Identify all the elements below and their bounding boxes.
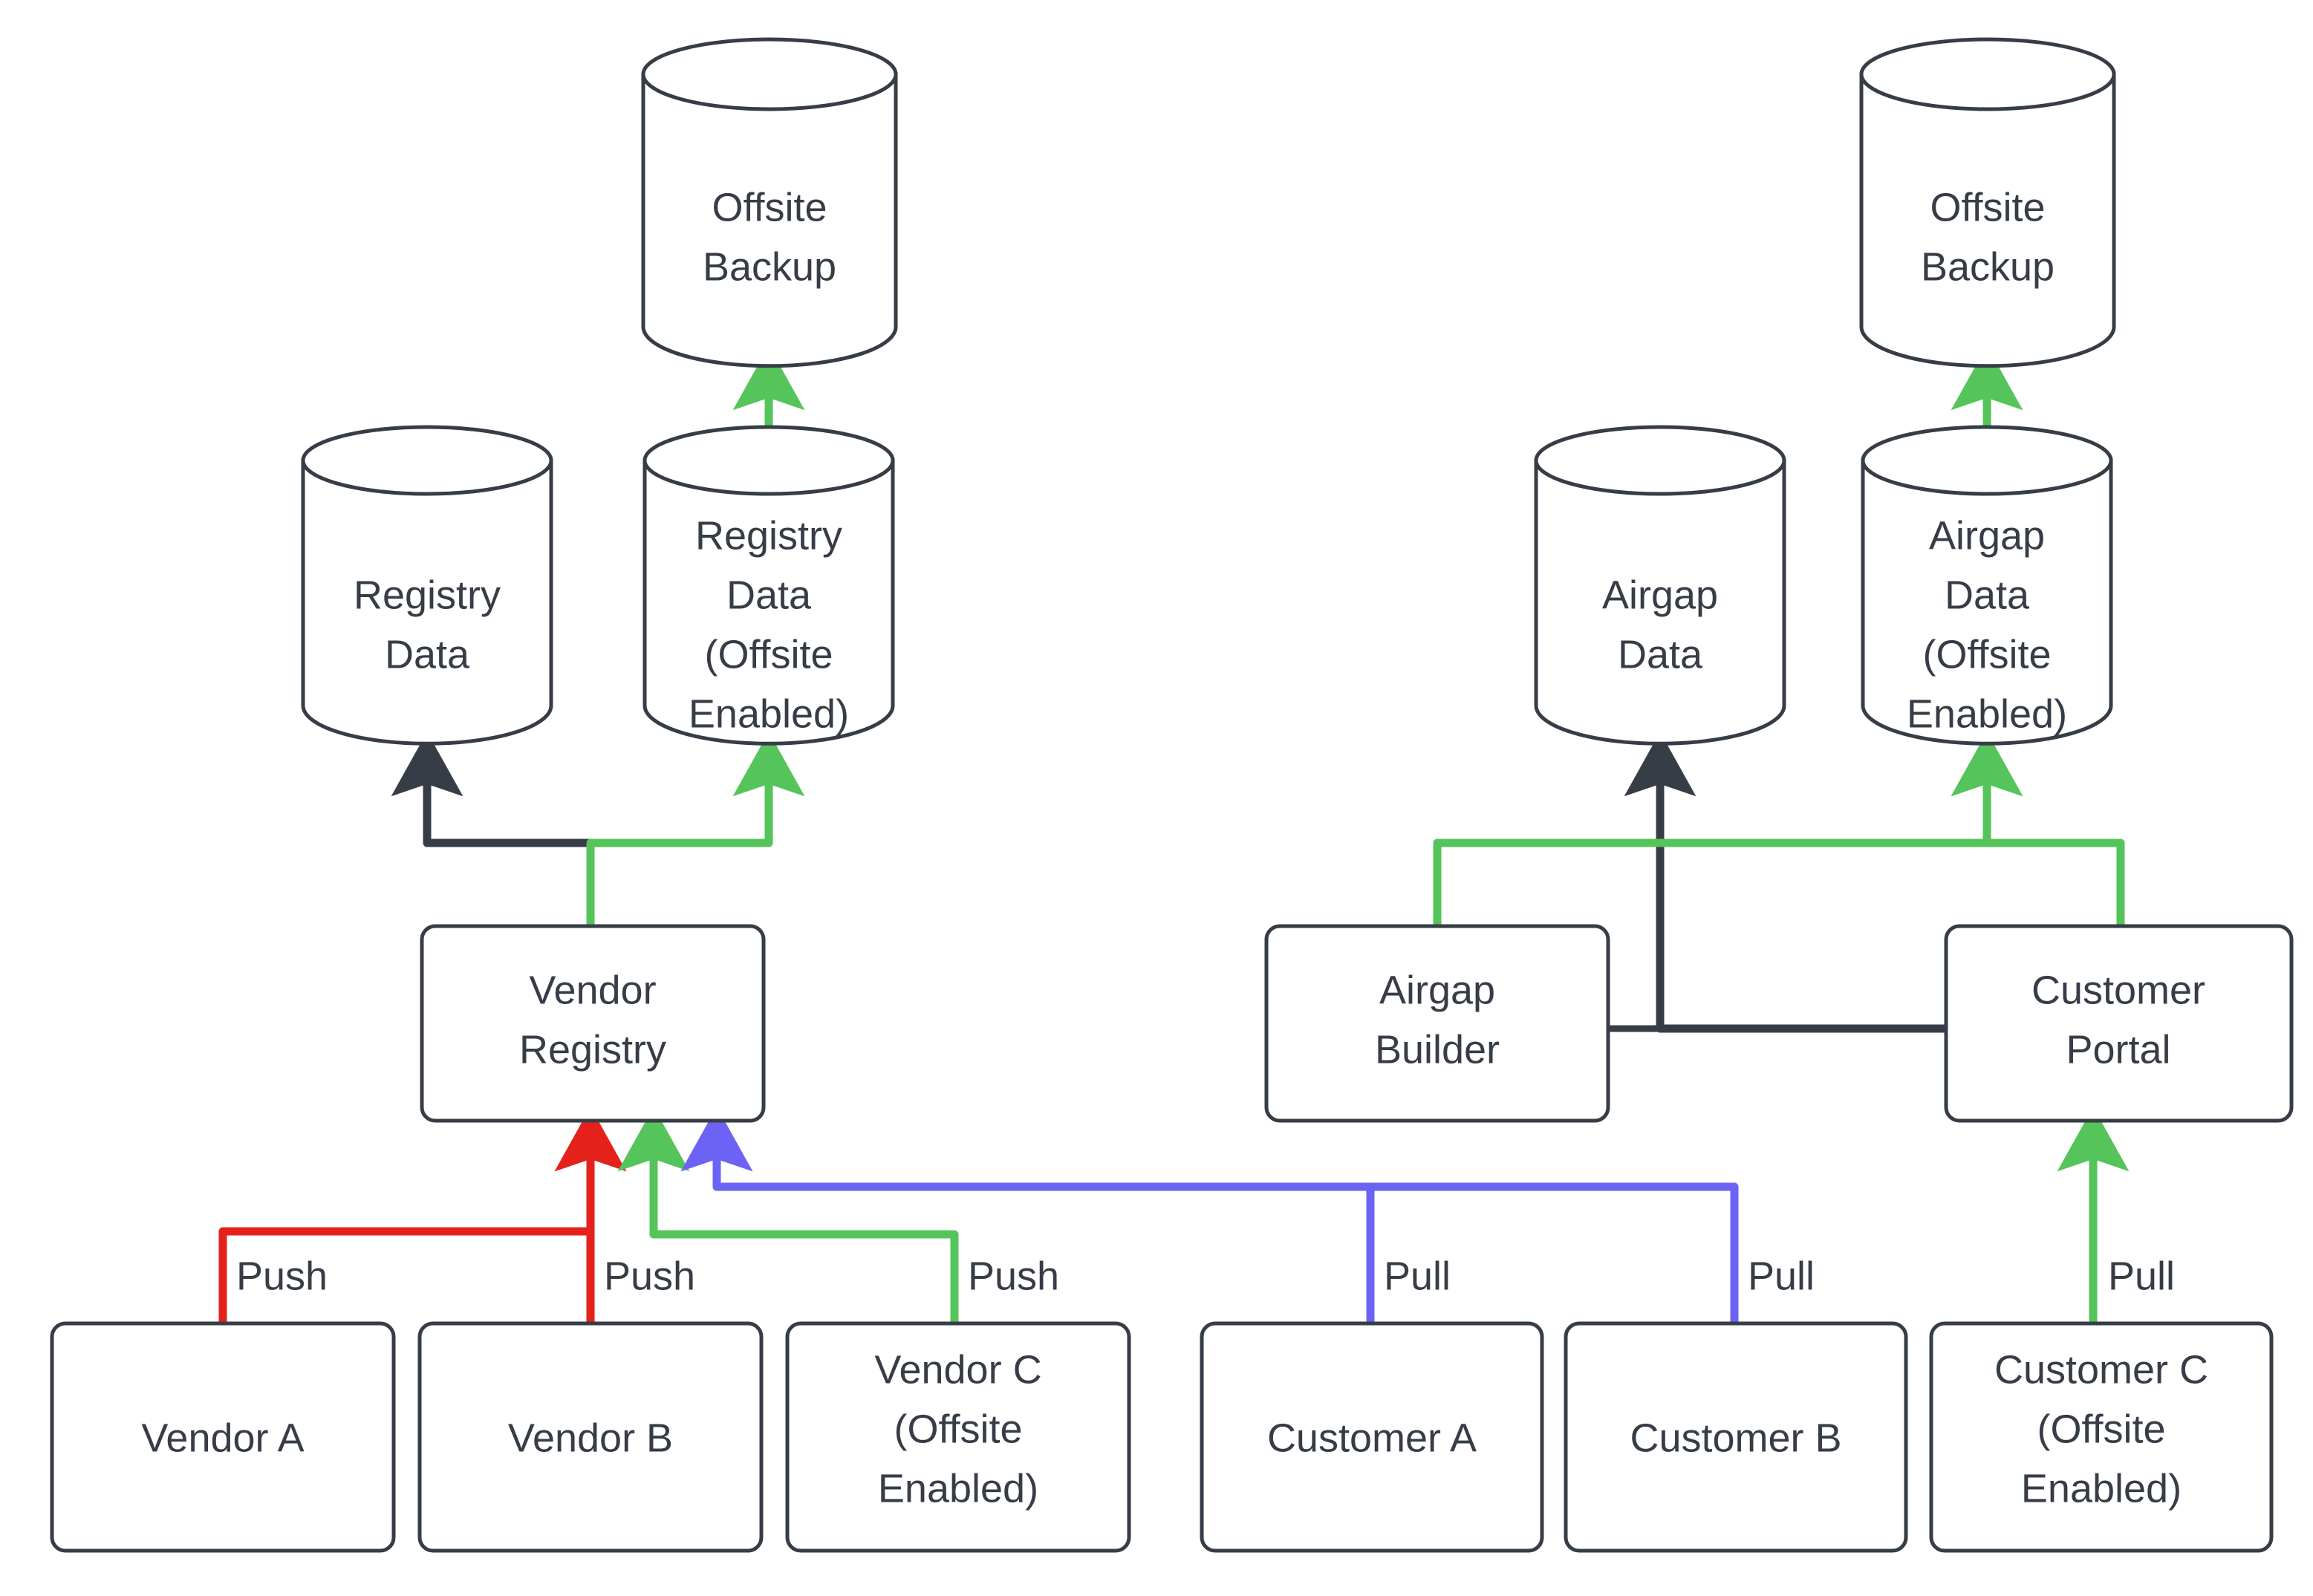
- edge-vendor-registry-to-registry-data-offsite: [586, 732, 805, 925]
- node-vendor-a[interactable]: Vendor A: [50, 1321, 396, 1553]
- edge-vendor-registry-to-registry-data: [391, 732, 595, 925]
- node-airgap-data[interactable]: Airgap Data: [1534, 425, 1786, 746]
- airgap-data-offsite-label-line1: Airgap: [1929, 513, 2045, 558]
- airgap-data-label-line2: Data: [1618, 632, 1703, 677]
- edge-label-pull-b: Pull: [1748, 1254, 1815, 1298]
- customer-c-label-line1: Customer C: [1994, 1347, 2208, 1392]
- edge-vendor-c-push: [617, 1107, 959, 1322]
- edge-label-push-b: Push: [604, 1254, 695, 1298]
- node-airgap-data-offsite[interactable]: Airgap Data (Offsite Enabled): [1861, 425, 2113, 746]
- vendor-c-label-line2: (Offsite: [894, 1407, 1022, 1451]
- vendor-c-label-line1: Vendor C: [874, 1347, 1041, 1392]
- node-vendor-c[interactable]: Vendor C (Offsite Enabled): [785, 1321, 1131, 1553]
- customer-a-label: Customer A: [1267, 1416, 1477, 1460]
- node-vendor-registry[interactable]: Vendor Registry: [420, 924, 766, 1123]
- offsite-backup-left-label-line2: Backup: [703, 244, 836, 289]
- customer-portal-label-line1: Customer: [2031, 968, 2205, 1012]
- registry-data-label-line1: Registry: [354, 573, 501, 617]
- registry-data-offsite-label-line2: Data: [726, 573, 812, 617]
- node-customer-b[interactable]: Customer B: [1564, 1321, 1908, 1553]
- node-registry-data-offsite[interactable]: Registry Data (Offsite Enabled): [642, 425, 895, 746]
- node-vendor-b[interactable]: Vendor B: [417, 1321, 764, 1553]
- airgap-data-offsite-label-line4: Enabled): [1907, 691, 2067, 736]
- customer-c-label-line2: (Offsite: [2037, 1407, 2165, 1451]
- edge-airgap-builder-to-airgap-data-offsite: [1433, 732, 2023, 925]
- vendor-b-label: Vendor B: [508, 1416, 673, 1460]
- airgap-builder-label-line1: Airgap: [1379, 968, 1495, 1012]
- node-customer-portal[interactable]: Customer Portal: [1944, 924, 2294, 1123]
- edge-customer-b-pull: [680, 1107, 1739, 1322]
- airgap-data-label-line1: Airgap: [1602, 573, 1718, 617]
- node-offsite-backup-left[interactable]: Offsite Backup: [641, 37, 898, 368]
- airgap-builder-label-line2: Builder: [1375, 1027, 1500, 1072]
- edge-customer-portal-to-airgap-data: [1624, 732, 1945, 1033]
- node-airgap-builder[interactable]: Airgap Builder: [1264, 924, 1610, 1123]
- node-registry-data[interactable]: Registry Data: [301, 425, 553, 746]
- vendor-registry-label-line1: Vendor: [529, 968, 656, 1012]
- airgap-data-offsite-label-line3: (Offsite: [1922, 632, 2051, 677]
- airgap-data-offsite-label-line2: Data: [1945, 573, 2030, 617]
- customer-portal-label-line2: Portal: [2066, 1027, 2170, 1072]
- registry-data-offsite-label-line4: Enabled): [689, 691, 849, 736]
- edge-label-pull-c: Pull: [2108, 1254, 2175, 1298]
- offsite-backup-left-label-line1: Offsite: [712, 185, 827, 229]
- edge-label-push-c: Push: [968, 1254, 1059, 1298]
- edge-label-pull-a: Pull: [1384, 1254, 1451, 1298]
- offsite-backup-right-label-line1: Offsite: [1930, 185, 2045, 229]
- node-offsite-backup-right[interactable]: Offsite Backup: [1859, 37, 2116, 368]
- registry-data-offsite-label-line1: Registry: [695, 513, 842, 558]
- vendor-a-label: Vendor A: [141, 1416, 304, 1460]
- node-customer-c[interactable]: Customer C (Offsite Enabled): [1929, 1321, 2274, 1553]
- node-customer-a[interactable]: Customer A: [1200, 1321, 1544, 1553]
- registry-data-offsite-label-line3: (Offsite: [704, 632, 833, 677]
- offsite-backup-right-label-line2: Backup: [1921, 244, 2055, 289]
- registry-data-label-line2: Data: [385, 632, 470, 677]
- edge-customer-portal-to-airgap-data-offsite: [1951, 732, 2125, 925]
- vendor-registry-label-line2: Registry: [519, 1027, 666, 1072]
- customer-c-label-line3: Enabled): [2021, 1466, 2182, 1511]
- customer-b-label: Customer B: [1630, 1416, 1841, 1460]
- edge-label-push-a: Push: [236, 1254, 328, 1298]
- vendor-c-label-line3: Enabled): [878, 1466, 1038, 1511]
